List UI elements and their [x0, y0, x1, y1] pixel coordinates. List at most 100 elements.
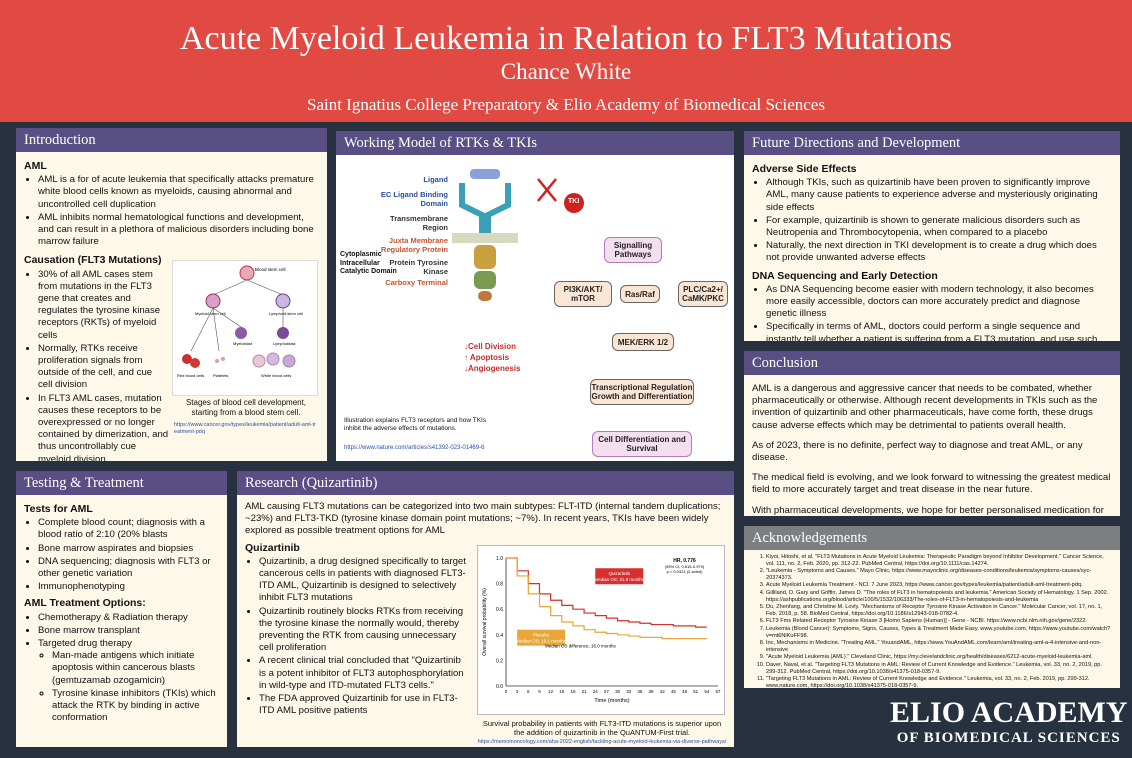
label-ptk: Protein Tyrosine Kinase [389, 258, 448, 276]
x-tick-label: 0 [505, 689, 508, 694]
fig-label-platelets: Platelets [213, 373, 228, 378]
rtk-diagram: Ligand EC Ligand Binding Domain Transmem… [336, 155, 734, 461]
series-line-quizartinib [506, 557, 707, 628]
reference-item: Du, Zhenfang, and Christine M. Lovly. "M… [766, 604, 1112, 617]
x-tick-label: 9 [538, 689, 541, 694]
x-tick-label: 57 [715, 689, 721, 694]
x-tick-label: 3 [516, 689, 519, 694]
testing-panel: Testing & Treatment Tests for AML Comple… [16, 471, 227, 747]
blood-cell-caption: Stages of blood cell development, starti… [185, 398, 307, 417]
hazard-p: p = 0.0324 (2-sided) [667, 569, 704, 574]
list-item-text: Targeted drug therapy [38, 638, 132, 650]
poster-title: Acute Myeloid Leukemia in Relation to FL… [179, 20, 953, 57]
y-tick-label: 1.0 [496, 556, 503, 562]
blood-cell-figure: Blood stem cell Myeloid stem cell Lympho… [172, 260, 318, 396]
x-tick-label: 27 [604, 689, 610, 694]
blood-cell-link[interactable]: https://www.cancer.gov/types/leukemia/pa… [174, 422, 316, 435]
x-tick-label: 51 [693, 689, 699, 694]
list-item: Targeted drug therapy Man-made antigens … [38, 638, 219, 724]
introduction-panel: Introduction AML AML is a for of acute l… [16, 128, 327, 461]
reference-item: Acute Myeloid Leukemia Treatment - NCI. … [766, 582, 1112, 589]
working-model-title: Working Model of RTKs & TKIs [336, 131, 734, 155]
list-item: Bone marrow aspirates and biopsies [38, 543, 219, 555]
list-item: As DNA Sequencing become easier with mod… [766, 284, 1112, 321]
y-axis-label: Overall survival probability (%) [482, 588, 488, 656]
y-tick-label: 0.2 [496, 658, 503, 664]
list-item: 30% of all AML cases stem from mutations… [38, 269, 169, 342]
x-tick-label: 39 [649, 689, 655, 694]
list-item: Naturally, the next direction in TKI dev… [766, 240, 1112, 264]
effects-list: ↓Cell Division ↑ Apoptosis ↓Angiogenesis [464, 341, 520, 374]
label-ec-domain: EC Ligand Binding Domain [380, 190, 448, 208]
list-item: Specifically in terms of AML, doctors co… [766, 321, 1112, 341]
list-item: Immunophenotyping [38, 581, 219, 593]
list-item: AML is a for of acute leukemia that spec… [38, 174, 319, 211]
y-tick-label: 0.6 [496, 607, 503, 613]
x-tick-label: 21 [582, 689, 588, 694]
poster-institutions: Saint Ignatius College Preparatory & Eli… [307, 95, 825, 114]
placebo-legend: Placebo [533, 633, 550, 638]
conclusion-paragraph: As of 2023, there is no definite, perfec… [752, 439, 1083, 464]
list-item: In FLT3 AML cases, mutation causes these… [38, 393, 169, 461]
survival-link[interactable]: https://memoinoncology.com/aha-2022-engl… [477, 739, 727, 745]
survival-caption: Survival probability in patients with FL… [482, 719, 722, 737]
x-tick-label: 12 [548, 689, 554, 694]
tests-heading: Tests for AML [24, 503, 93, 515]
node-transcription: Transcriptional Regulation Growth and Di… [590, 379, 694, 405]
sub-list-item: Tyrosine kinase inhibitors (TKIs) which … [52, 688, 219, 725]
list-item: Complete blood count; diagnosis with a b… [38, 517, 219, 541]
testing-title: Testing & Treatment [16, 471, 227, 495]
model-link[interactable]: https://www.nature.com/articles/s41392-0… [344, 445, 485, 451]
logo-line1: ELIO ACADEMY [890, 696, 1128, 729]
placebo-median: Median OS: 15.1 months [516, 639, 567, 644]
x-tick-label: 45 [671, 689, 677, 694]
list-item: The FDA approved Quizartinib for use in … [259, 693, 470, 717]
list-item: Although TKIs, such as quizartinib have … [766, 177, 1112, 214]
fig-label-wbc: White blood cells [261, 373, 291, 378]
reference-item: Inc, Mechanisms in Medicine. "Treating A… [766, 640, 1112, 653]
research-panel: Research (Quizartinib) AML causing FLT3 … [237, 471, 734, 747]
sub-list-item: Man-made antigens which initiate apoptos… [52, 650, 219, 687]
quizartinib-legend: Quizartinib [609, 571, 631, 576]
label-carboxy: Carboxy Terminal [385, 278, 448, 287]
fig-label-lymphoid: Lymphoid stem cell [269, 311, 303, 316]
node-mek: MEK/ERK 1/2 [612, 333, 674, 351]
list-item: Normally, RTKs receive proliferation sig… [38, 343, 169, 392]
reference-item: Kiyoi, Hitoshi, et al. "FLT3 Mutations i… [766, 554, 1112, 567]
fig-label-myeloblast: Myeloblast [233, 341, 253, 346]
x-axis-label: Time (months) [594, 698, 629, 704]
conclusion-title: Conclusion [744, 351, 1120, 375]
fig-label-rbc: Red blood cells [177, 373, 204, 378]
poster-header: Acute Myeloid Leukemia in Relation to FL… [0, 0, 1132, 122]
x-tick-label: 15 [559, 689, 565, 694]
placebo-label-box [517, 629, 566, 646]
aml-heading: AML [24, 160, 47, 172]
list-item: For example, quizartinib is shown to gen… [766, 215, 1112, 239]
node-differentiation: Cell Differentiation and Survival [592, 431, 692, 457]
node-signalling: Signalling Pathways [604, 237, 662, 263]
label-ligand: Ligand [423, 175, 448, 184]
x-tick-label: 48 [682, 689, 688, 694]
working-model-panel: Working Model of RTKs & TKIs Ligand EC L… [336, 131, 734, 461]
conclusion-paragraph: The medical field is evolving, and we lo… [752, 472, 1111, 496]
x-tick-label: 42 [660, 689, 666, 694]
dna-sequencing-heading: DNA Sequencing and Early Detection [752, 269, 938, 282]
future-directions-panel: Future Directions and Development Advers… [744, 131, 1120, 341]
node-ras: Ras/Raf [620, 285, 660, 303]
reference-item: "Acute Myeloid Leukemia (AML)." Clevelan… [766, 654, 1112, 661]
node-plc: PLC/Ca2+/ CaMK/PKC [678, 281, 728, 307]
acknowledgements-title: Acknowledgements [744, 526, 1120, 550]
model-caption: Illustration explains FLT3 receptors and… [344, 417, 487, 432]
fig-label-stem: Blood stem cell [255, 267, 286, 272]
list-item: Bone marrow transplant [38, 625, 219, 637]
x-tick-label: 36 [637, 689, 643, 694]
logo-line2: OF BIOMEDICAL SCIENCES [896, 730, 1121, 746]
label-cytoplasmic: Cytoplasmic Intracellular Catalytic Doma… [340, 251, 397, 275]
conclusion-panel: Conclusion AML is a dangerous and aggres… [744, 351, 1120, 516]
list-item: A recent clinical trial concluded that "… [259, 655, 470, 692]
x-tick-label: 33 [626, 689, 632, 694]
introduction-title: Introduction [16, 128, 327, 152]
series-line-placebo [506, 557, 707, 640]
fig-label-lymphoblast: Lymphoblast [273, 341, 296, 346]
tki-icon [537, 178, 584, 213]
